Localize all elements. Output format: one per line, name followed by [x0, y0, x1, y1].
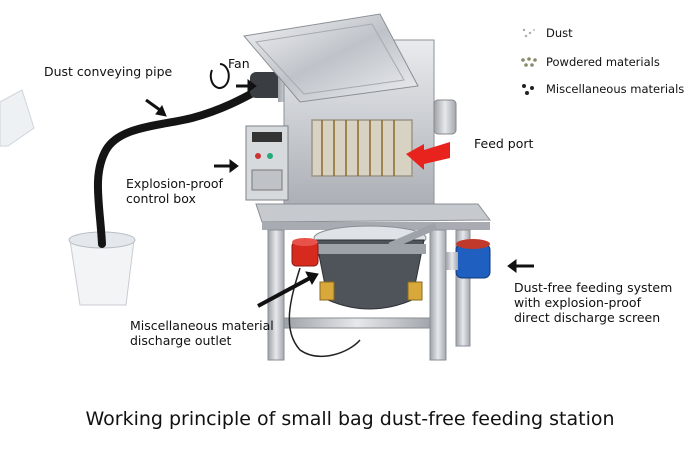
control-box-label: Explosion-proof control box: [126, 176, 223, 206]
discharge-screen: [313, 222, 438, 310]
misc-outlet-label-line1: Miscellaneous material: [130, 318, 274, 333]
misc-material-icon: [522, 84, 534, 95]
feed-port-label: Feed port: [474, 136, 534, 151]
misc-outlet-label-line2: discharge outlet: [130, 333, 232, 348]
control-box-label-line2: control box: [126, 191, 196, 206]
feeding-system-label-line1: Dust-free feeding system: [514, 280, 673, 295]
legend-misc-label: Miscellaneous materials: [546, 82, 685, 96]
control-box: [245, 125, 289, 201]
dust-icon: [522, 28, 535, 38]
fan-label: Fan: [228, 56, 250, 71]
control-box-label-line1: Explosion-proof: [126, 176, 223, 191]
bag-fragment: [0, 89, 35, 147]
springs: [319, 281, 423, 301]
feeding-system-label-line2: with explosion-proof: [514, 295, 641, 310]
diagram-caption: Working principle of small bag dust-free…: [85, 408, 615, 430]
hood-lid: [243, 13, 419, 103]
legend-misc: Miscellaneous materials: [520, 82, 684, 96]
blue-vibration-motor: [446, 239, 491, 279]
table-top: [255, 203, 491, 223]
misc-outlet-label: Miscellaneous material discharge outlet: [130, 318, 274, 348]
red-vibration-motor: [291, 238, 319, 267]
dust-conveying-pipe: [93, 84, 266, 248]
legend-powder: Powdered materials: [520, 55, 660, 69]
feed-port-grid: [311, 119, 413, 177]
annotation-arrows: [145, 63, 534, 308]
legend-dust-label: Dust: [546, 26, 573, 40]
feeding-system-label: Dust-free feeding system with explosion-…: [514, 280, 672, 325]
legend-powder-label: Powdered materials: [546, 55, 660, 69]
dust-pipe-label: Dust conveying pipe: [44, 64, 173, 79]
legend-dust: Dust: [520, 26, 573, 40]
feeding-system-label-line3: direct discharge screen: [514, 310, 661, 325]
feed-arrow: [406, 142, 450, 170]
powder-icon: [521, 57, 537, 67]
